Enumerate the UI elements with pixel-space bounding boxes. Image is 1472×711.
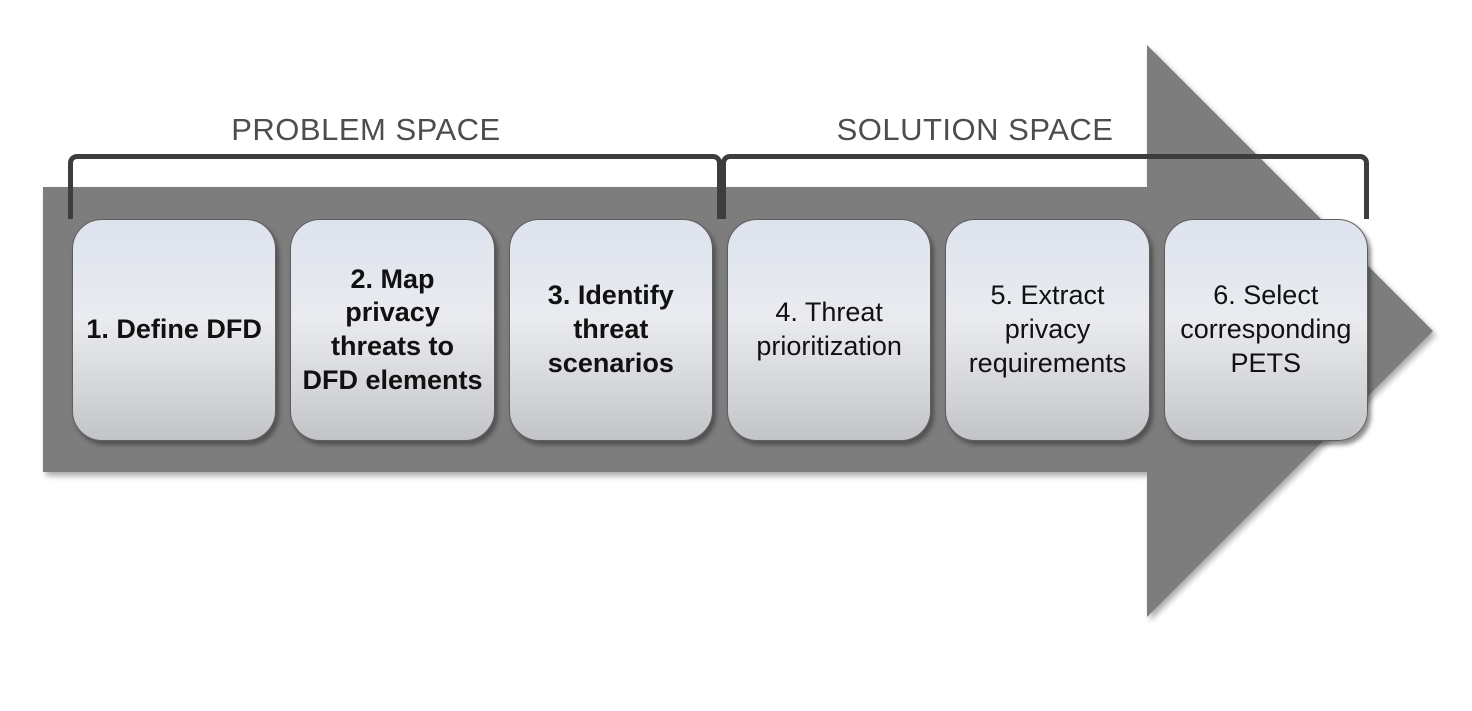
step-box-3-identify-threat-scenarios: 3. Identify threat scenarios xyxy=(508,219,713,441)
step-label: 3. Identify threat scenarios xyxy=(547,280,674,378)
problem-space-label: PROBLEM SPACE xyxy=(231,112,501,147)
step-box-1-define-dfd: 1. Define DFD xyxy=(72,219,277,441)
step-box-2-map-privacy-threats: 2. Map privacy threats to DFD elements xyxy=(290,219,495,441)
step-label: 4. Threat prioritization xyxy=(756,297,902,361)
problem-space-bracket xyxy=(68,154,722,219)
step-box-4-threat-prioritization: 4. Threat prioritization xyxy=(726,219,932,441)
step-box-6-select-corresponding-pets: 6. Select corresponding PETS xyxy=(1163,219,1368,441)
step-label: 1. Define DFD xyxy=(86,314,262,345)
step-label: 5. Extract privacy requirements xyxy=(968,280,1127,378)
solution-space-bracket xyxy=(721,154,1369,219)
step-row: 1. Define DFD 2. Map privacy threats to … xyxy=(72,219,1368,441)
solution-space-label: SOLUTION SPACE xyxy=(836,112,1114,147)
step-label: 6. Select corresponding PETS xyxy=(1180,280,1352,378)
step-box-5-extract-privacy-requirements: 5. Extract privacy requirements xyxy=(945,219,1150,441)
step-label: 2. Map privacy threats to DFD elements xyxy=(302,263,483,395)
